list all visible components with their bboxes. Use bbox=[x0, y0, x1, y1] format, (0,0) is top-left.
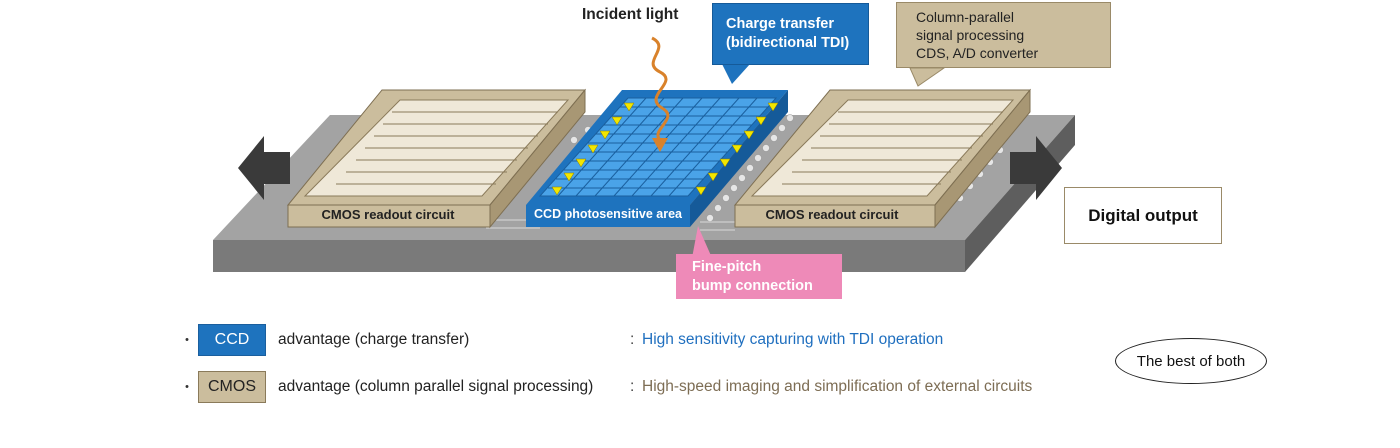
ccd-photosensitive-label: CCD photosensitive area bbox=[534, 207, 682, 221]
fine-pitch-line1: Fine-pitch bbox=[692, 259, 762, 275]
charge-transfer-callout: Charge transfer (bidirectional TDI) bbox=[712, 3, 869, 65]
cmos-block-left bbox=[286, 88, 587, 229]
column-parallel-line1: Column-parallel bbox=[916, 9, 1015, 25]
charge-transfer-pointer bbox=[722, 64, 750, 84]
legend-sep-ccd: : bbox=[630, 331, 635, 348]
legend-tag-ccd: CCD bbox=[198, 324, 266, 356]
incident-light-label: Incident light bbox=[582, 6, 679, 23]
column-parallel-callout: Column-parallel signal processing CDS, A… bbox=[896, 2, 1111, 68]
charge-transfer-line1: Charge transfer bbox=[726, 16, 834, 32]
legend-tag-cmos: CMOS bbox=[198, 371, 266, 403]
right-output-arrow bbox=[1010, 136, 1062, 200]
legend-benefit-ccd: High sensitivity capturing with TDI oper… bbox=[642, 331, 944, 348]
cmos-readout-label-right: CMOS readout circuit bbox=[765, 207, 899, 222]
incident-light-arrow bbox=[651, 36, 670, 142]
legend-sep-cmos: : bbox=[630, 378, 635, 395]
legend-bullet: ・ bbox=[180, 379, 194, 395]
fine-pitch-pointer bbox=[692, 226, 712, 258]
legend-desc-ccd: advantage (charge transfer) bbox=[278, 331, 470, 348]
column-parallel-pointer bbox=[909, 67, 946, 87]
legend-row-cmos: ・ CMOS advantage (column parallel signal… bbox=[180, 370, 1032, 404]
digital-output-box: Digital output bbox=[1064, 187, 1222, 244]
best-of-both-ellipse: The best of both bbox=[1115, 338, 1267, 384]
best-of-both-label: The best of both bbox=[1136, 352, 1246, 370]
legend-row-ccd: ・ CCD advantage (charge transfer) : High… bbox=[180, 323, 943, 357]
wiring-lines bbox=[486, 219, 735, 231]
digital-output-label: Digital output bbox=[1088, 205, 1198, 225]
legend-bullet: ・ bbox=[180, 332, 194, 348]
bump-connections-right bbox=[706, 114, 1004, 222]
column-parallel-line3: CDS, A/D converter bbox=[916, 45, 1039, 61]
column-parallel-line2: signal processing bbox=[916, 27, 1025, 43]
fine-pitch-line2: bump connection bbox=[692, 278, 813, 294]
diagram-artwork bbox=[213, 36, 1075, 272]
substrate-front bbox=[213, 240, 965, 272]
incident-light-arrowhead bbox=[652, 138, 668, 152]
left-output-arrow bbox=[238, 136, 290, 200]
charge-transfer-line2: (bidirectional TDI) bbox=[726, 35, 850, 51]
fine-pitch-callout: Fine-pitch bump connection bbox=[676, 254, 842, 299]
cmos-block-right bbox=[733, 88, 1032, 229]
cmos-readout-label-left: CMOS readout circuit bbox=[321, 207, 455, 222]
legend-benefit-cmos: High-speed imaging and simplification of… bbox=[642, 378, 1033, 395]
legend-desc-cmos: advantage (column parallel signal proces… bbox=[278, 378, 594, 395]
